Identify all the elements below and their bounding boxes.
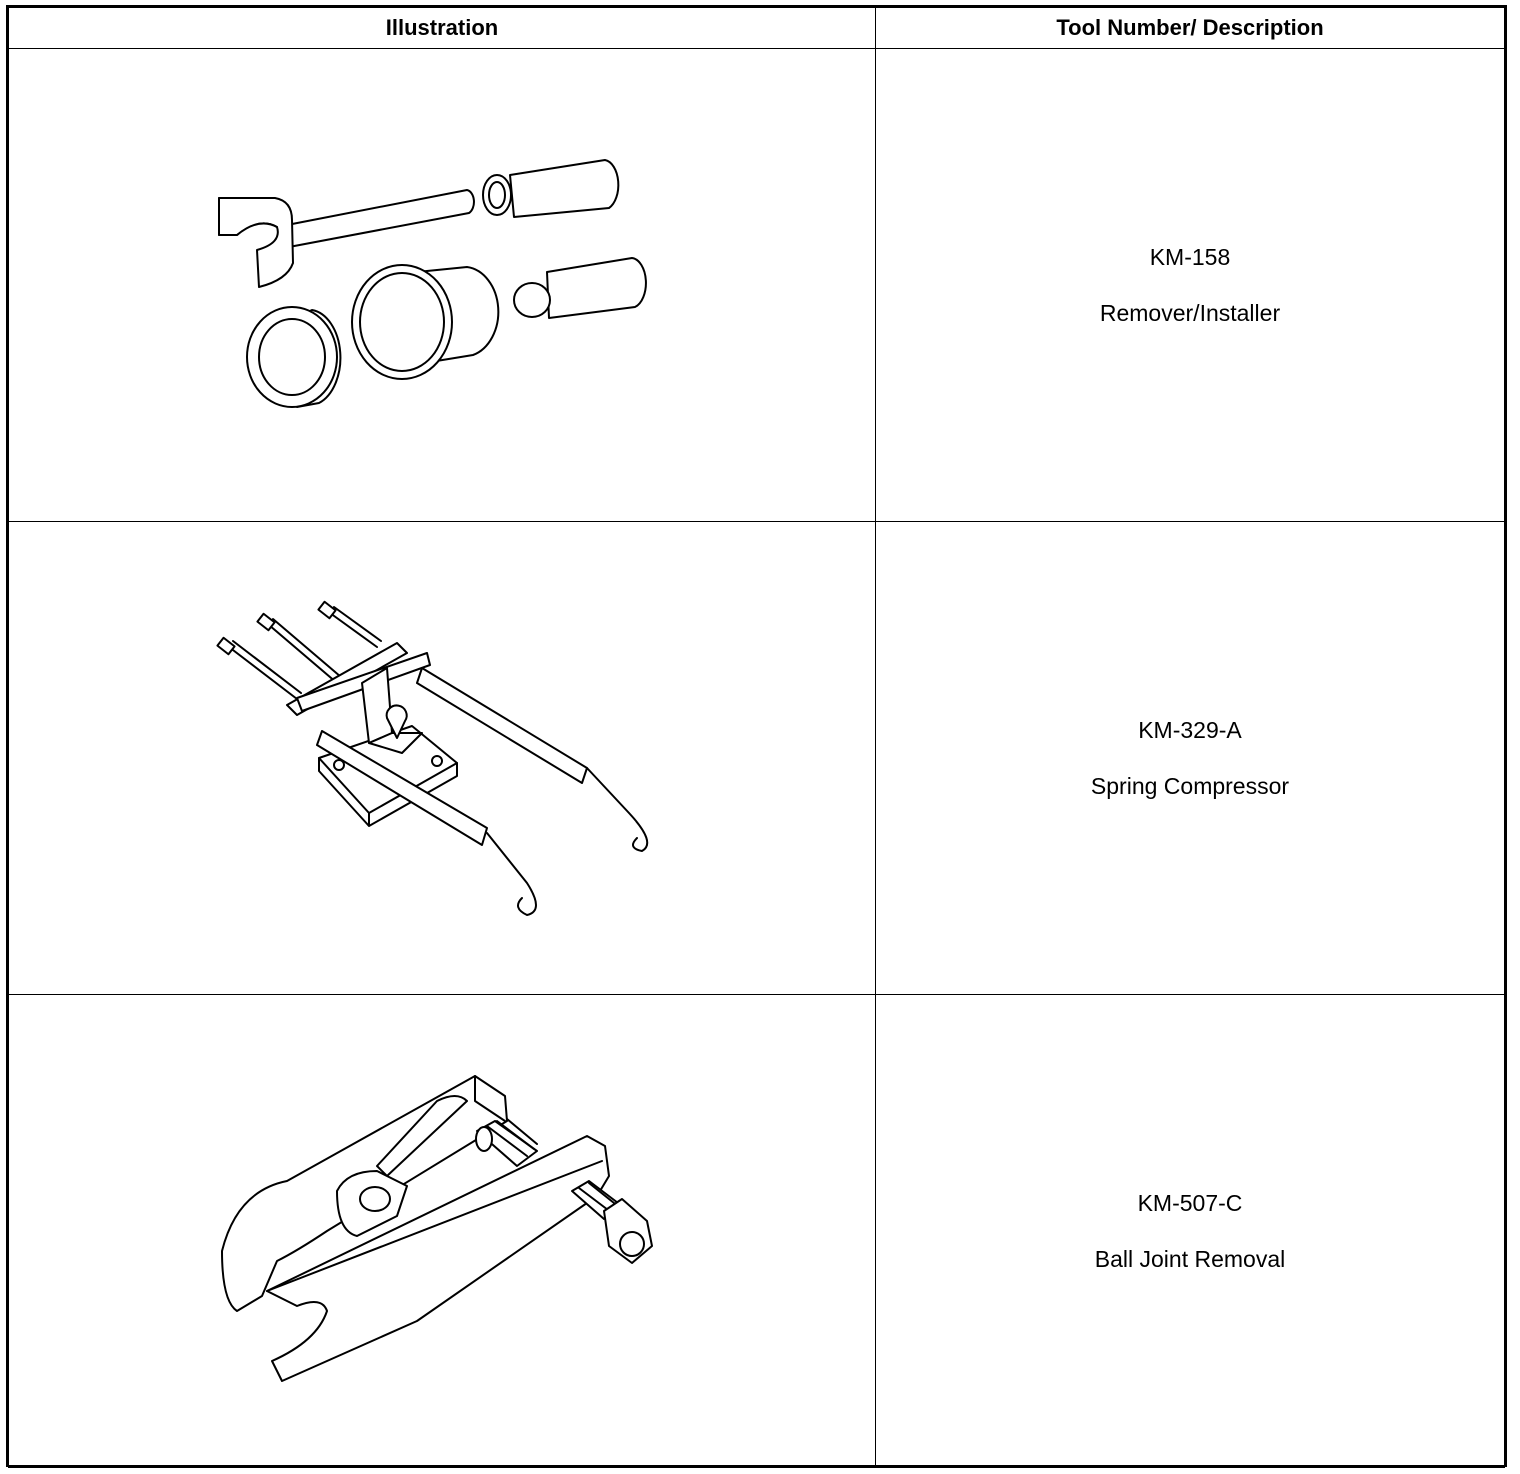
tool-number: KM-329-A [1138,716,1242,743]
spring-compressor-tool-icon [212,593,672,923]
ball-joint-separator-tool-icon [212,1066,672,1396]
header-illustration: Illustration [8,7,876,49]
tool-description: Spring Compressor [1090,772,1290,799]
table-row: KM-158 Remover/Installer [8,48,1505,522]
illustration-cell [8,994,876,1468]
table-header-row: Illustration Tool Number/ Description [8,7,1505,49]
tool-number: KM-507-C [1137,1189,1243,1216]
remover-installer-tool-icon [212,150,672,420]
description-cell: KM-329-A Spring Compressor [875,521,1505,995]
table-row: KM-329-A Spring Compressor [8,521,1505,995]
tool-description: Remover/Installer [1099,299,1281,326]
description-cell: KM-507-C Ball Joint Removal [875,994,1505,1468]
tool-description: Ball Joint Removal [1094,1245,1286,1272]
description-cell: KM-158 Remover/Installer [875,48,1505,522]
header-description: Tool Number/ Description [875,7,1505,49]
illustration-cell [8,48,876,522]
tool-table-page: Illustration Tool Number/ Description [6,5,1507,1468]
table-row: KM-507-C Ball Joint Removal [8,994,1505,1468]
special-tools-table: Illustration Tool Number/ Description [8,7,1505,1468]
tool-number: KM-158 [1149,243,1231,270]
illustration-cell [8,521,876,995]
